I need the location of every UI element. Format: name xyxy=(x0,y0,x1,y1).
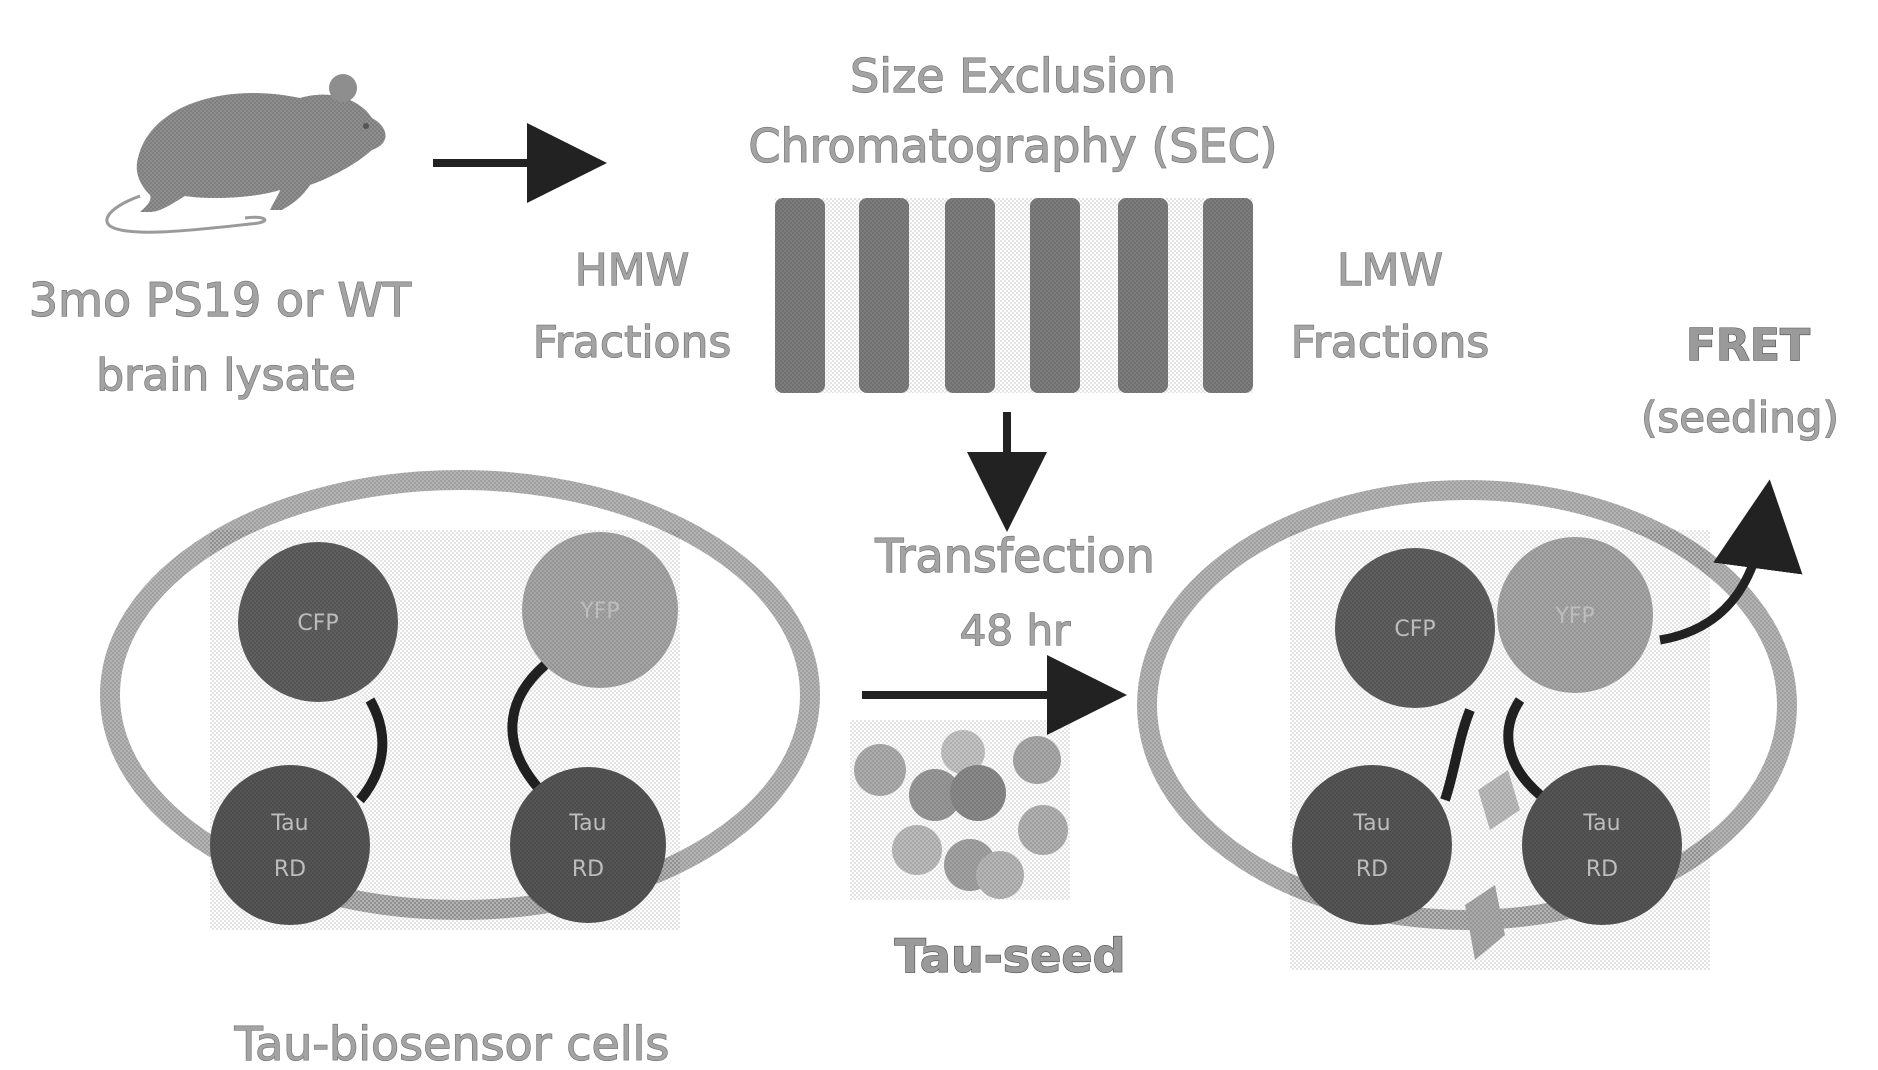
seeded-cell: CFP YFP Tau RD Tau RD xyxy=(1147,490,1787,970)
cfp-text: CFP xyxy=(1394,617,1435,642)
rd-text: RD xyxy=(1356,857,1388,882)
hmw-label-line1: HMW xyxy=(575,245,690,296)
transfection-label-line2: 48 hr xyxy=(960,606,1071,655)
yfp-text: YFP xyxy=(1554,604,1594,629)
biosensor-cells-label: Tau-biosensor cells xyxy=(234,1017,670,1070)
fret-label-line2: (seeding) xyxy=(1641,393,1839,442)
yfp-text: YFP xyxy=(579,599,619,624)
tau-seed-label: Tau-seed xyxy=(894,929,1125,983)
fret-label-line1: FRET xyxy=(1686,320,1810,371)
lmw-label-line1: LMW xyxy=(1337,245,1443,296)
tau-text: Tau xyxy=(1582,811,1620,836)
tau-seed-cluster xyxy=(850,720,1070,900)
rd-text: RD xyxy=(1586,857,1618,882)
hmw-label-line2: Fractions xyxy=(533,317,732,368)
biosensor-cell: CFP YFP Tau RD Tau RD xyxy=(110,480,810,930)
sec-title-line1: Size Exclusion xyxy=(850,49,1176,103)
rd-text: RD xyxy=(274,857,306,882)
tau-text: Tau xyxy=(1352,811,1390,836)
sec-title-line2: Chromatography (SEC) xyxy=(748,119,1277,173)
tau-text: Tau xyxy=(568,811,606,836)
transfection-label-line1: Transfection xyxy=(874,529,1154,583)
lmw-label-line2: Fractions xyxy=(1291,317,1490,368)
sample-label-line1: 3mo PS19 or WT xyxy=(29,273,412,327)
cfp-text: CFP xyxy=(297,611,338,636)
mouse-icon xyxy=(107,74,386,232)
tau-text: Tau xyxy=(270,811,308,836)
sample-label-line2: brain lysate xyxy=(96,350,356,401)
sec-fraction-columns xyxy=(775,198,1253,393)
rd-text: RD xyxy=(572,857,604,882)
